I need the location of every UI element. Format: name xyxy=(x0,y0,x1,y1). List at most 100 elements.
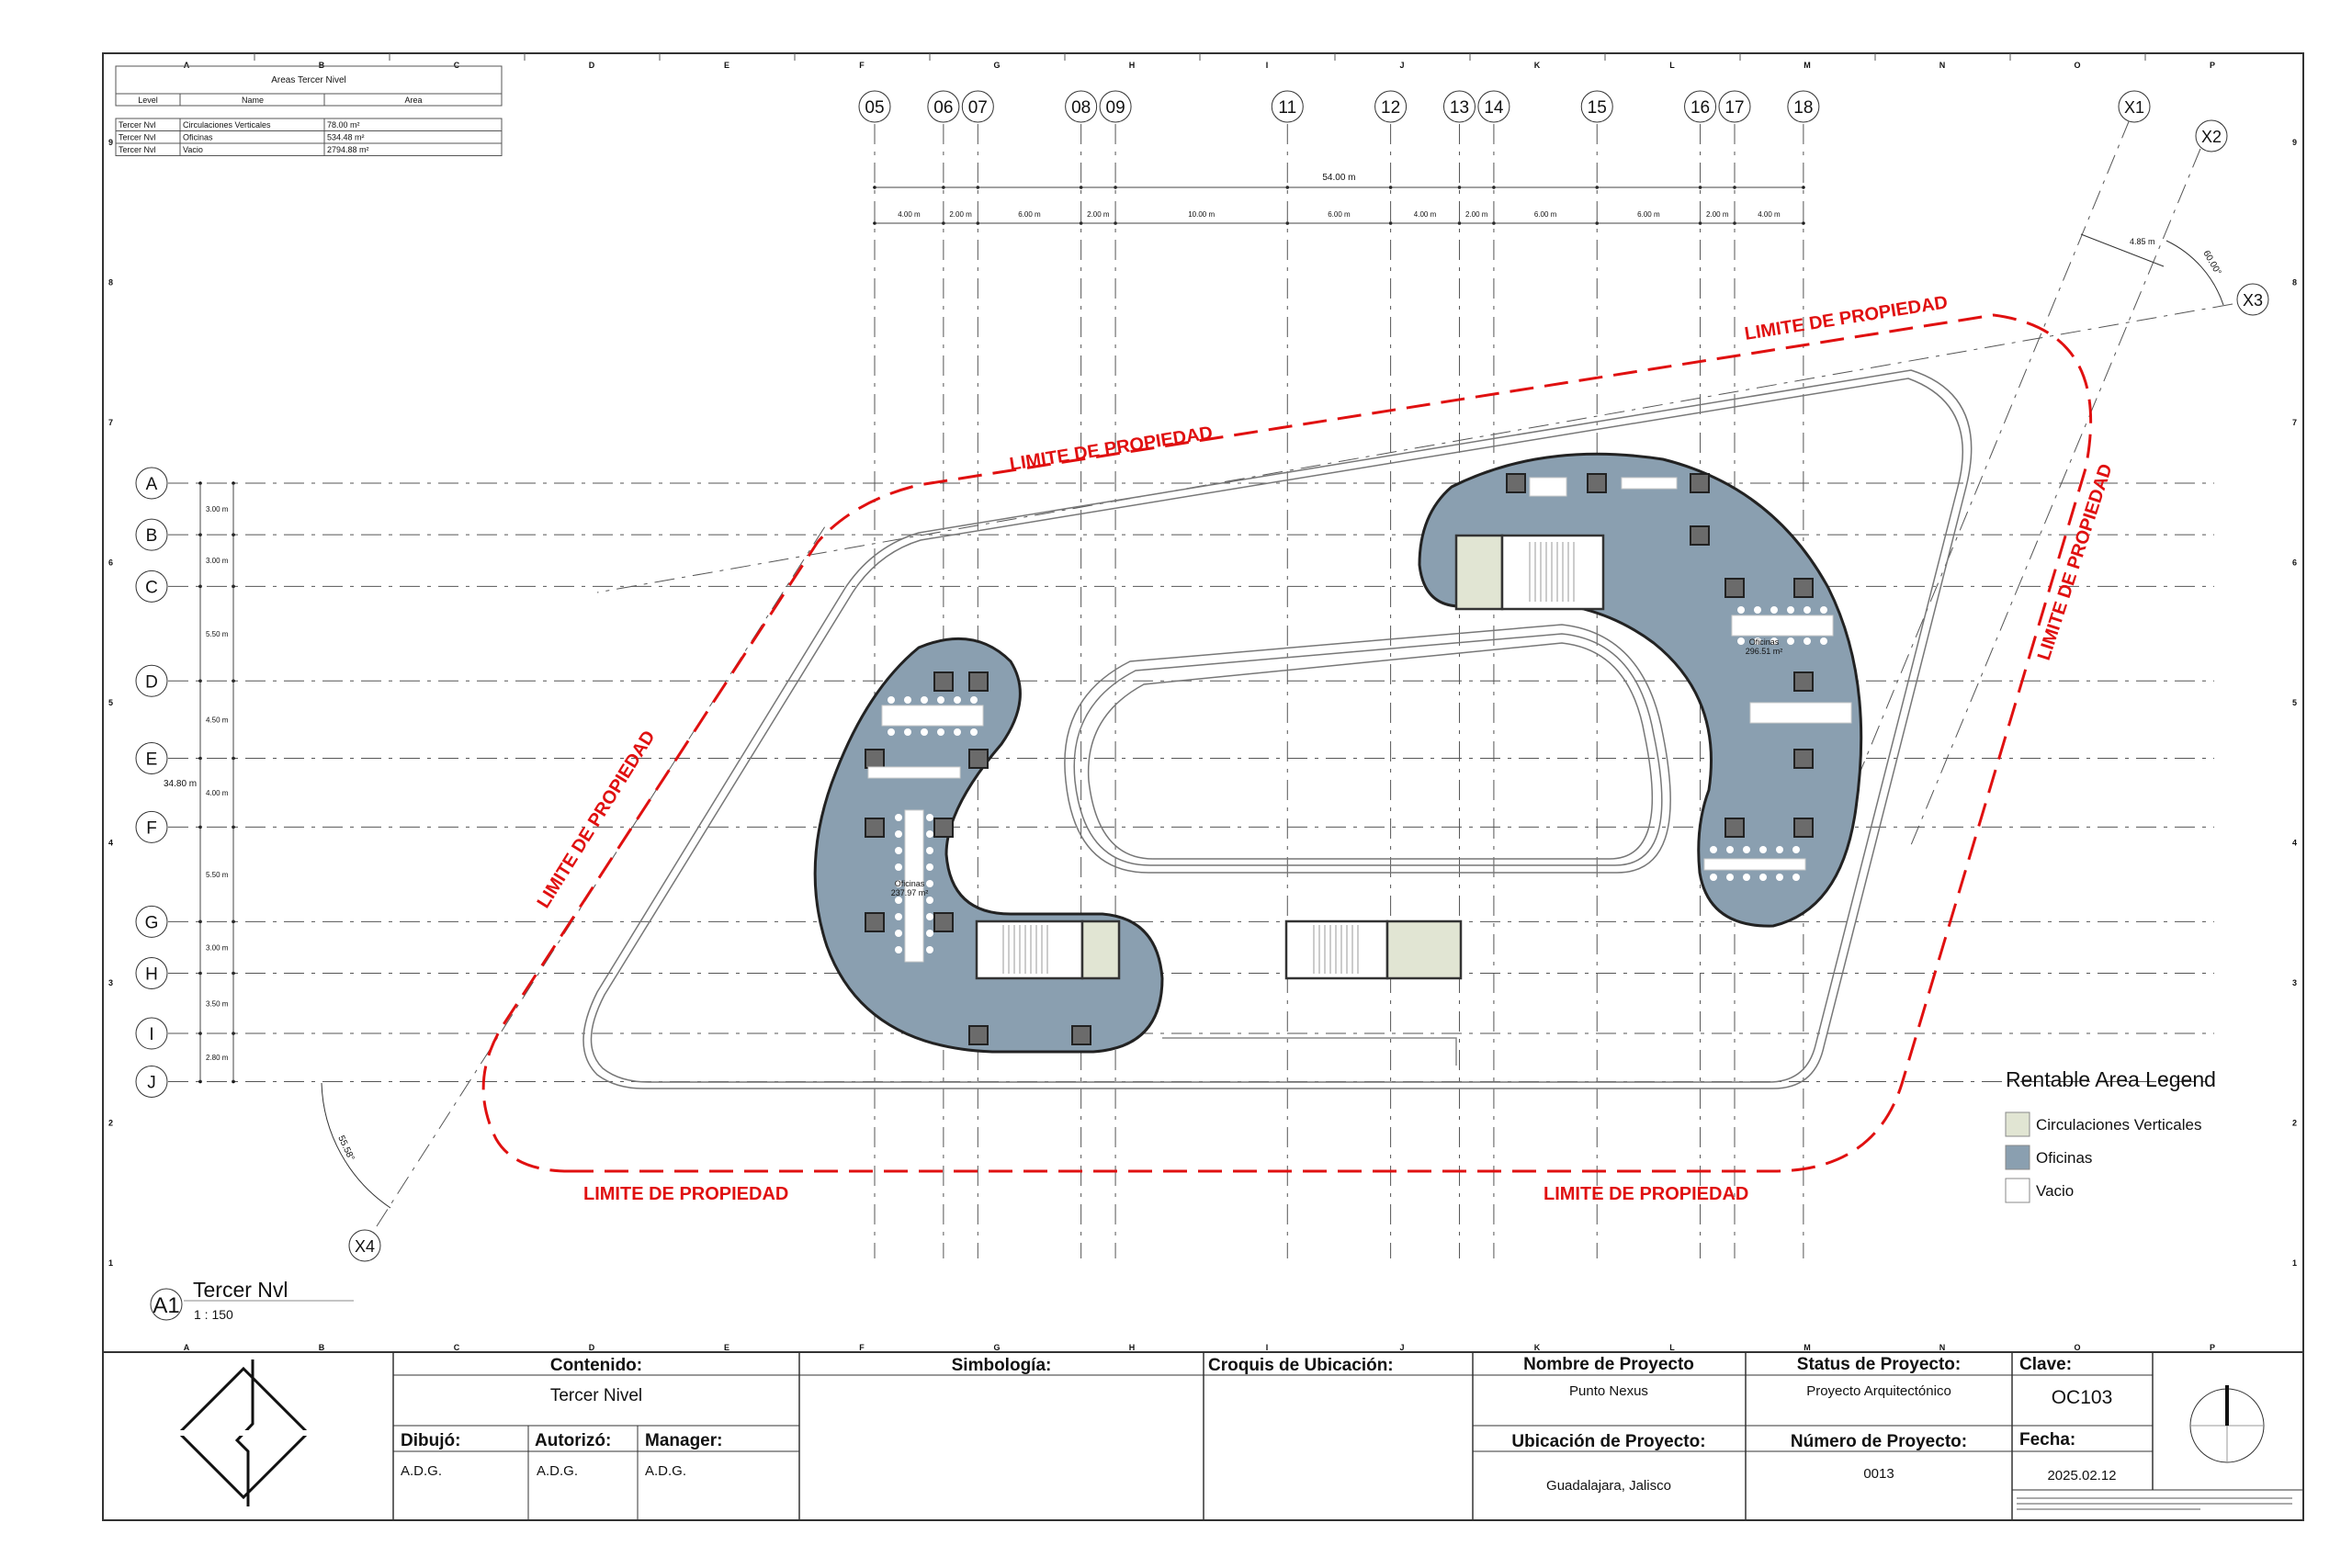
grid-label-row: G xyxy=(145,913,159,932)
chair xyxy=(895,863,902,871)
structural-column xyxy=(933,912,954,932)
frame-column-bottom: E xyxy=(724,1343,729,1352)
chair xyxy=(1754,606,1761,614)
grid-label-row: J xyxy=(147,1073,156,1092)
furniture xyxy=(867,477,1852,963)
dimension-label-column: 2.00 m xyxy=(1465,210,1488,219)
grid-label-column: 12 xyxy=(1381,98,1400,118)
frame-row-right: 7 xyxy=(2292,418,2297,427)
frame-column-bottom: C xyxy=(454,1343,460,1352)
grid-bubble xyxy=(135,664,168,697)
frame-column-bottom: D xyxy=(589,1343,595,1352)
chair xyxy=(1710,874,1717,881)
dimension-label-column: 6.00 m xyxy=(1637,210,1660,219)
chair xyxy=(1759,846,1767,853)
chair xyxy=(1770,637,1778,645)
schedule-row xyxy=(115,118,503,131)
grid-bubble xyxy=(1099,90,1132,123)
schedule-col-name: Name xyxy=(242,96,264,105)
chair xyxy=(1804,606,1811,614)
dimension-label-row: 3.00 m xyxy=(206,505,229,513)
chair xyxy=(970,728,978,736)
ubicacion-label: Ubicación de Proyecto: xyxy=(1511,1432,1705,1451)
office-left-area: 237.97 m² xyxy=(891,888,929,897)
chair xyxy=(926,830,933,838)
numero-label: Número de Proyecto: xyxy=(1791,1432,1967,1451)
grid-bubble xyxy=(135,957,168,990)
grid-label-row: E xyxy=(146,750,158,770)
chair xyxy=(926,880,933,887)
chair xyxy=(926,913,933,920)
schedule-row xyxy=(115,142,503,156)
chair xyxy=(1792,874,1800,881)
chair xyxy=(926,814,933,821)
structural-column xyxy=(1793,818,1814,838)
dimension-label-row: 3.50 m xyxy=(206,999,229,1008)
frame-row-left: 5 xyxy=(108,698,113,707)
grid-bubble xyxy=(348,1229,381,1262)
chair xyxy=(1737,637,1745,645)
legend-title: Rentable Area Legend xyxy=(2006,1067,2216,1091)
structural-column xyxy=(865,912,885,932)
grid-bubble xyxy=(1718,90,1751,123)
grid-label-column: 11 xyxy=(1278,98,1296,118)
grid-label-column: 18 xyxy=(1793,98,1813,118)
frame-column-bottom: B xyxy=(319,1343,325,1352)
chair xyxy=(926,847,933,854)
schedule-title: Areas Tercer Nivel xyxy=(271,75,346,85)
frame-row-left: 6 xyxy=(108,558,113,568)
chair xyxy=(954,696,961,704)
frame-column-top: L xyxy=(1669,61,1675,70)
grid-label-row: H xyxy=(145,965,158,985)
schedule-cell: Tercer Nvl xyxy=(119,120,156,130)
chair xyxy=(926,863,933,871)
property-label-bottom-right: LIMITE DE PROPIEDAD xyxy=(1544,1184,1748,1204)
chair xyxy=(888,696,895,704)
chair xyxy=(888,728,895,736)
grid-label-skew: X4 xyxy=(355,1237,375,1256)
manager-value: A.D.G. xyxy=(645,1463,686,1479)
schedule-col-level: Level xyxy=(138,96,158,105)
structural-column xyxy=(1724,818,1745,838)
simbologia-label: Simbología: xyxy=(952,1356,1052,1375)
chair xyxy=(937,696,944,704)
grid-label-column: 13 xyxy=(1450,98,1469,118)
chair xyxy=(937,728,944,736)
grid-bubble xyxy=(135,1017,168,1050)
frame-column-bottom: H xyxy=(1129,1343,1136,1352)
office-right-area: 296.51 m² xyxy=(1746,647,1783,656)
office-area-left xyxy=(813,637,1164,1054)
chair xyxy=(926,930,933,937)
schedule-cell: Tercer Nvl xyxy=(119,133,156,142)
grid-label-row: B xyxy=(146,526,158,546)
chair xyxy=(1754,637,1761,645)
chair xyxy=(921,728,928,736)
circulation-cores xyxy=(975,534,1605,980)
property-label-left: LIMITE DE PROPIEDAD xyxy=(534,728,660,912)
nombre-value: Punto Nexus xyxy=(1569,1383,1648,1399)
frame-column-bottom: G xyxy=(993,1343,1000,1352)
chair xyxy=(970,696,978,704)
frame-row-right: 3 xyxy=(2292,978,2297,987)
dibujo-value: A.D.G. xyxy=(401,1463,442,1479)
grid-bubble xyxy=(2118,90,2151,123)
dimension-label-column: 4.00 m xyxy=(1414,210,1437,219)
frame-column-bottom: A xyxy=(184,1343,190,1352)
grid-bubble xyxy=(1271,90,1304,123)
view-title: Tercer Nvl xyxy=(193,1278,288,1302)
stairs xyxy=(1002,542,1575,974)
title-block xyxy=(103,1351,2303,1520)
numero-value: 0013 xyxy=(1863,1466,1894,1482)
dimension-label-row: 2.80 m xyxy=(206,1054,229,1062)
property-label-right: LIMITE DE PROPIEDAD xyxy=(2034,461,2117,662)
view-id: A1 xyxy=(153,1293,179,1318)
property-label-top-right: LIMITE DE PROPIEDAD xyxy=(1743,292,1949,344)
grid-label-column: 05 xyxy=(865,98,884,118)
structural-column xyxy=(1793,578,1814,598)
frame-row-right: 4 xyxy=(2292,839,2297,848)
grid-label-column: 09 xyxy=(1106,98,1125,118)
frame-column-bottom: N xyxy=(1939,1343,1946,1352)
grid-bubble xyxy=(927,90,960,123)
frame-row-right: 6 xyxy=(2292,558,2297,568)
chair xyxy=(1726,874,1734,881)
